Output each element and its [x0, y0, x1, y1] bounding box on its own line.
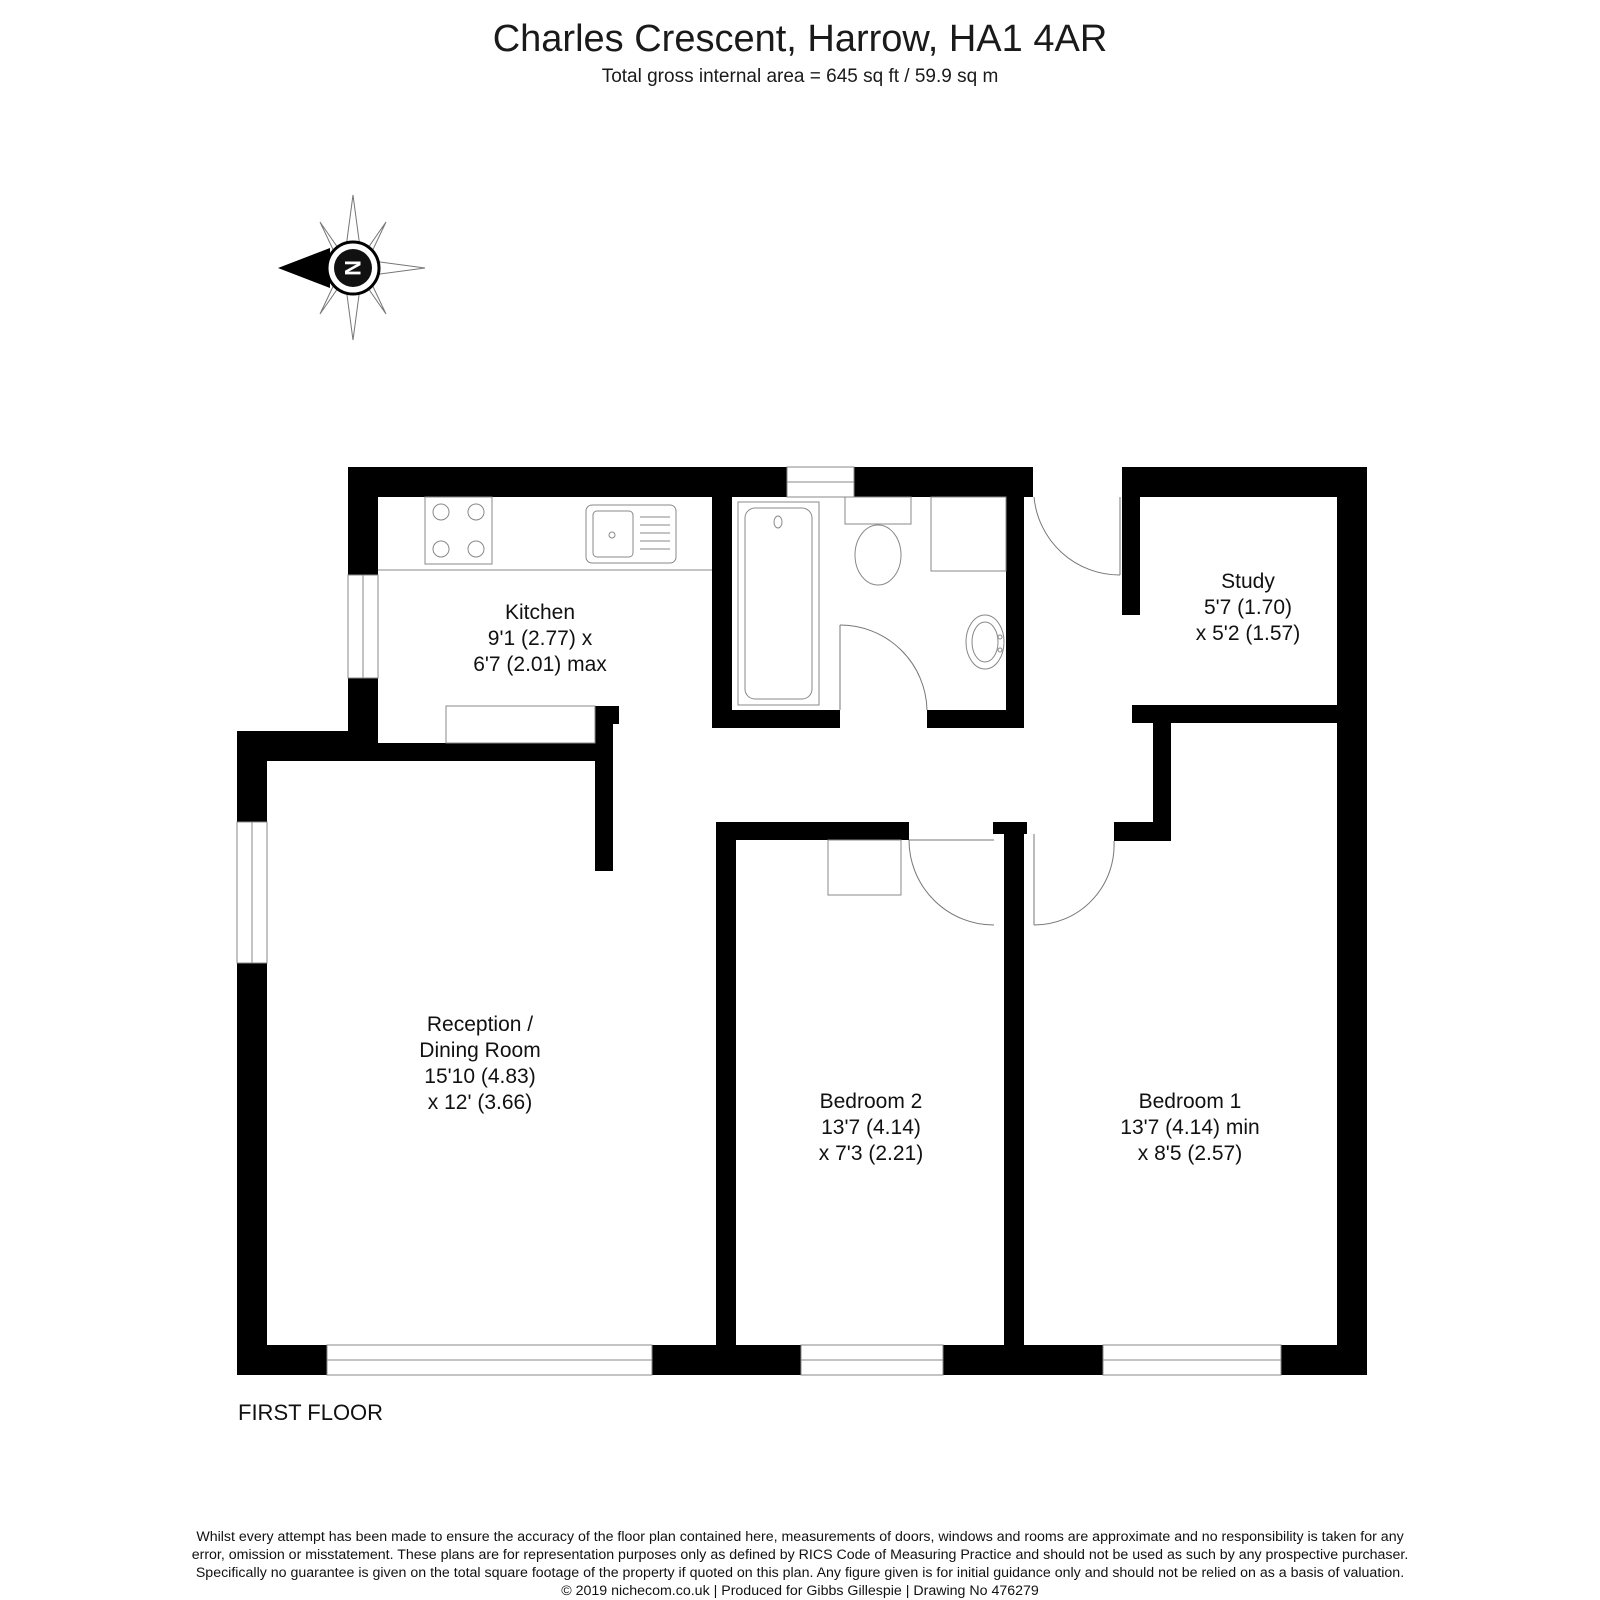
basin-icon	[965, 614, 1005, 670]
bath-icon	[737, 501, 820, 706]
reception-name-2: Dining Room	[419, 1039, 540, 1062]
floor-label: FIRST FLOOR	[238, 1400, 384, 1425]
reception-dimension-2: x 12' (3.66)	[428, 1091, 532, 1114]
hob-icon	[424, 496, 493, 565]
room-study: Study 5'7 (1.70) x 5'2 (1.57)	[1196, 570, 1300, 645]
toilet-icon	[844, 496, 912, 586]
study-dimension-1: 5'7 (1.70)	[1204, 596, 1292, 619]
disclaimer-line: Whilst every attempt has been made to en…	[196, 1529, 1404, 1545]
room-reception: Reception / Dining Room 15'10 (4.83) x 1…	[419, 1013, 540, 1114]
kitchen-dimension-1: 9'1 (2.77) x	[488, 627, 593, 650]
room-bedroom-1: Bedroom 1 13'7 (4.14) min x 8'5 (2.57)	[1120, 1090, 1259, 1165]
room-bedroom-2: Bedroom 2 13'7 (4.14) x 7'3 (2.21)	[819, 1090, 923, 1165]
reception-name-1: Reception /	[427, 1013, 533, 1036]
bedroom-2-dimension-1: 13'7 (4.14)	[821, 1116, 921, 1139]
disclaimer-line: error, omission or misstatement. These p…	[191, 1547, 1409, 1563]
kitchen-unit	[445, 705, 596, 744]
cupboard	[930, 496, 1007, 572]
copyright-line: © 2019 nichecom.co.uk | Produced for Gib…	[561, 1583, 1039, 1599]
disclaimer: Whilst every attempt has been made to en…	[60, 1528, 1540, 1600]
gross-area: Total gross internal area = 645 sq ft / …	[601, 66, 999, 87]
walls	[237, 467, 1367, 1375]
reception-dimension-1: 15'10 (4.83)	[424, 1065, 535, 1088]
bedroom-2-name: Bedroom 2	[820, 1090, 923, 1113]
wardrobe	[827, 839, 902, 896]
bedroom-1-dimension-1: 13'7 (4.14) min	[1120, 1116, 1259, 1139]
room-kitchen: Kitchen 9'1 (2.77) x 6'7 (2.01) max	[473, 601, 607, 676]
door-swings	[839, 496, 1121, 926]
study-name: Study	[1221, 570, 1275, 593]
study-dimension-2: x 5'2 (1.57)	[1196, 622, 1300, 645]
bedroom-1-dimension-2: x 8'5 (2.57)	[1138, 1142, 1242, 1165]
bedroom-2-dimension-2: x 7'3 (2.21)	[819, 1142, 923, 1165]
windows	[236, 466, 1282, 1376]
plan-title: Charles Crescent, Harrow, HA1 4AR	[492, 18, 1108, 60]
fixtures	[378, 496, 1007, 896]
disclaimer-line: Specifically no guarantee is given on th…	[195, 1565, 1405, 1581]
compass-icon: N	[278, 194, 426, 341]
bedroom-1-name: Bedroom 1	[1139, 1090, 1242, 1113]
kitchen-name: Kitchen	[505, 601, 575, 624]
kitchen-dimension-2: 6'7 (2.01) max	[473, 653, 607, 676]
kitchen-sink-icon	[585, 504, 677, 564]
compass-north-letter: N	[340, 260, 365, 276]
